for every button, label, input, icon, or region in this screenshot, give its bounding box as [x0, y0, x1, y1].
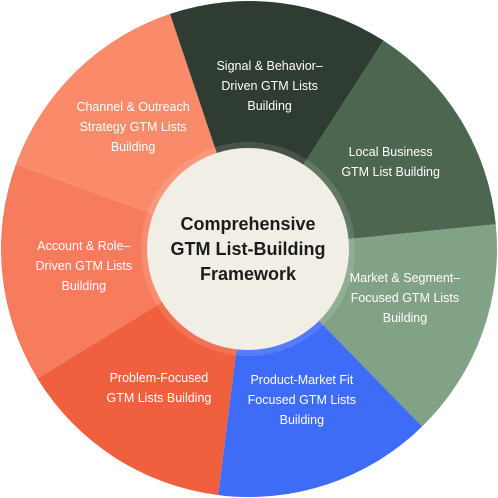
wheel-segment [1, 164, 249, 379]
center-circle: Comprehensive GTM List-Building Framewor… [147, 148, 349, 350]
wheel-segment [170, 0, 384, 250]
center-title: Comprehensive GTM List-Building Framewor… [170, 213, 326, 284]
